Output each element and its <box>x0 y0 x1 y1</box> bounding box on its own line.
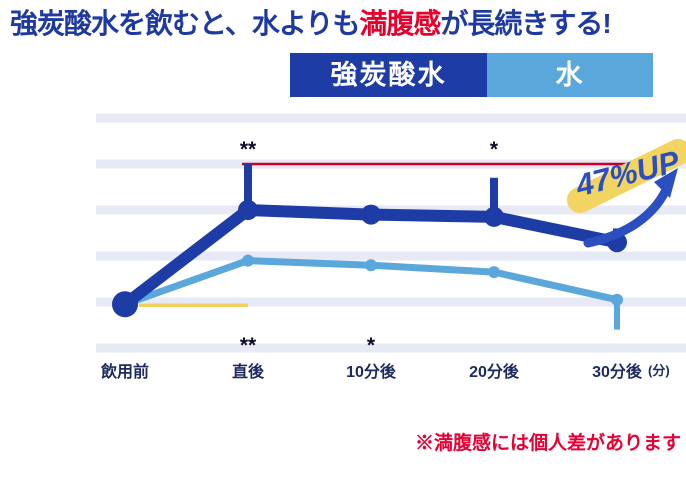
significance-marker: * <box>367 334 376 357</box>
x-axis-label: 10分後 <box>346 364 396 381</box>
data-point <box>112 291 138 318</box>
gridline <box>96 343 686 353</box>
x-axis-label: 直後 <box>231 364 265 381</box>
title-highlight: 満腹感 <box>359 8 441 39</box>
significance-marker: ** <box>240 138 257 161</box>
disclaimer-note: ※満腹感には個人差があります <box>414 433 681 454</box>
annotation-highlight <box>567 139 686 213</box>
data-point <box>238 200 258 220</box>
significance-marker: * <box>490 138 499 161</box>
legend-item-strong-carbonated-water: 強炭酸水 <box>290 53 487 97</box>
data-point <box>365 259 377 272</box>
gridline <box>96 113 686 123</box>
title-text-lead: 強炭酸水を飲むと、水よりも <box>10 8 360 39</box>
gridline <box>96 297 686 307</box>
data-point <box>611 293 623 306</box>
x-axis-label: 飲用前 <box>100 364 150 381</box>
data-point <box>484 206 504 227</box>
legend: 強炭酸水 水 <box>290 53 653 97</box>
page-title: 強炭酸水を飲むと、水よりも満腹感が長続きする! <box>10 2 686 42</box>
annotation-arrow <box>583 185 671 248</box>
title-text-tail: が長続きする! <box>440 8 611 39</box>
data-point <box>488 266 500 279</box>
x-axis-unit-label: (分) <box>648 363 670 378</box>
x-axis-labels: 飲用前 直後 10分後 20分後 30分後 <box>0 358 686 381</box>
data-point <box>361 204 381 225</box>
gridline <box>96 251 686 261</box>
x-axis-label: 30分後 <box>592 364 642 381</box>
annotation-arrowhead <box>654 168 678 198</box>
legend-item-water: 水 <box>487 53 653 97</box>
x-axis-label: 20分後 <box>469 364 519 381</box>
data-point <box>242 254 254 267</box>
significance-marker: ** <box>240 334 257 357</box>
